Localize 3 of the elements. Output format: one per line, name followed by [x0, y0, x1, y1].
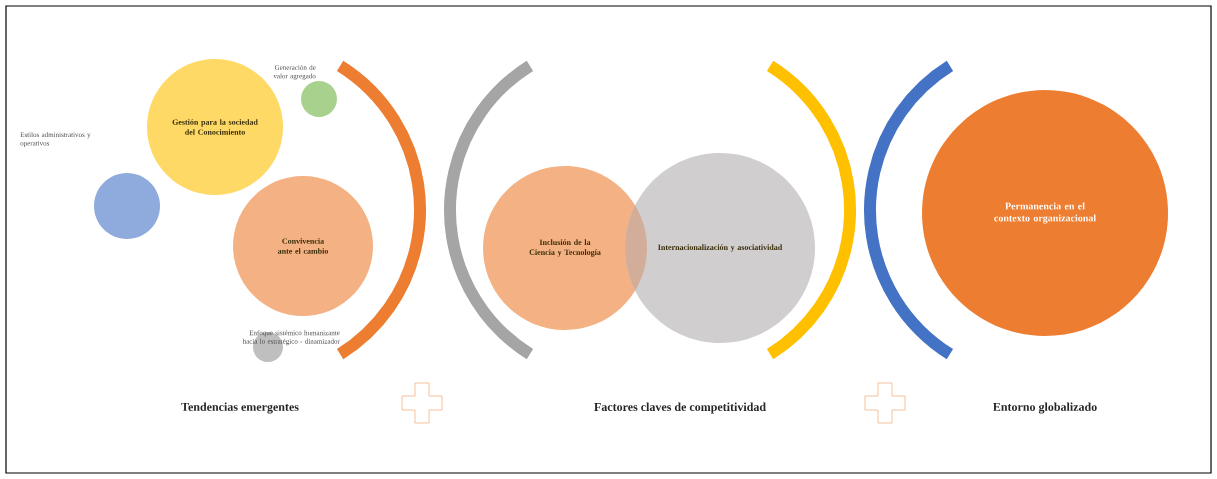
- section-heading: Entorno globalizado: [993, 402, 1097, 414]
- section-heading: Factores claves de competitividad: [594, 402, 766, 414]
- section-heading: Tendencias emergentes: [181, 402, 299, 414]
